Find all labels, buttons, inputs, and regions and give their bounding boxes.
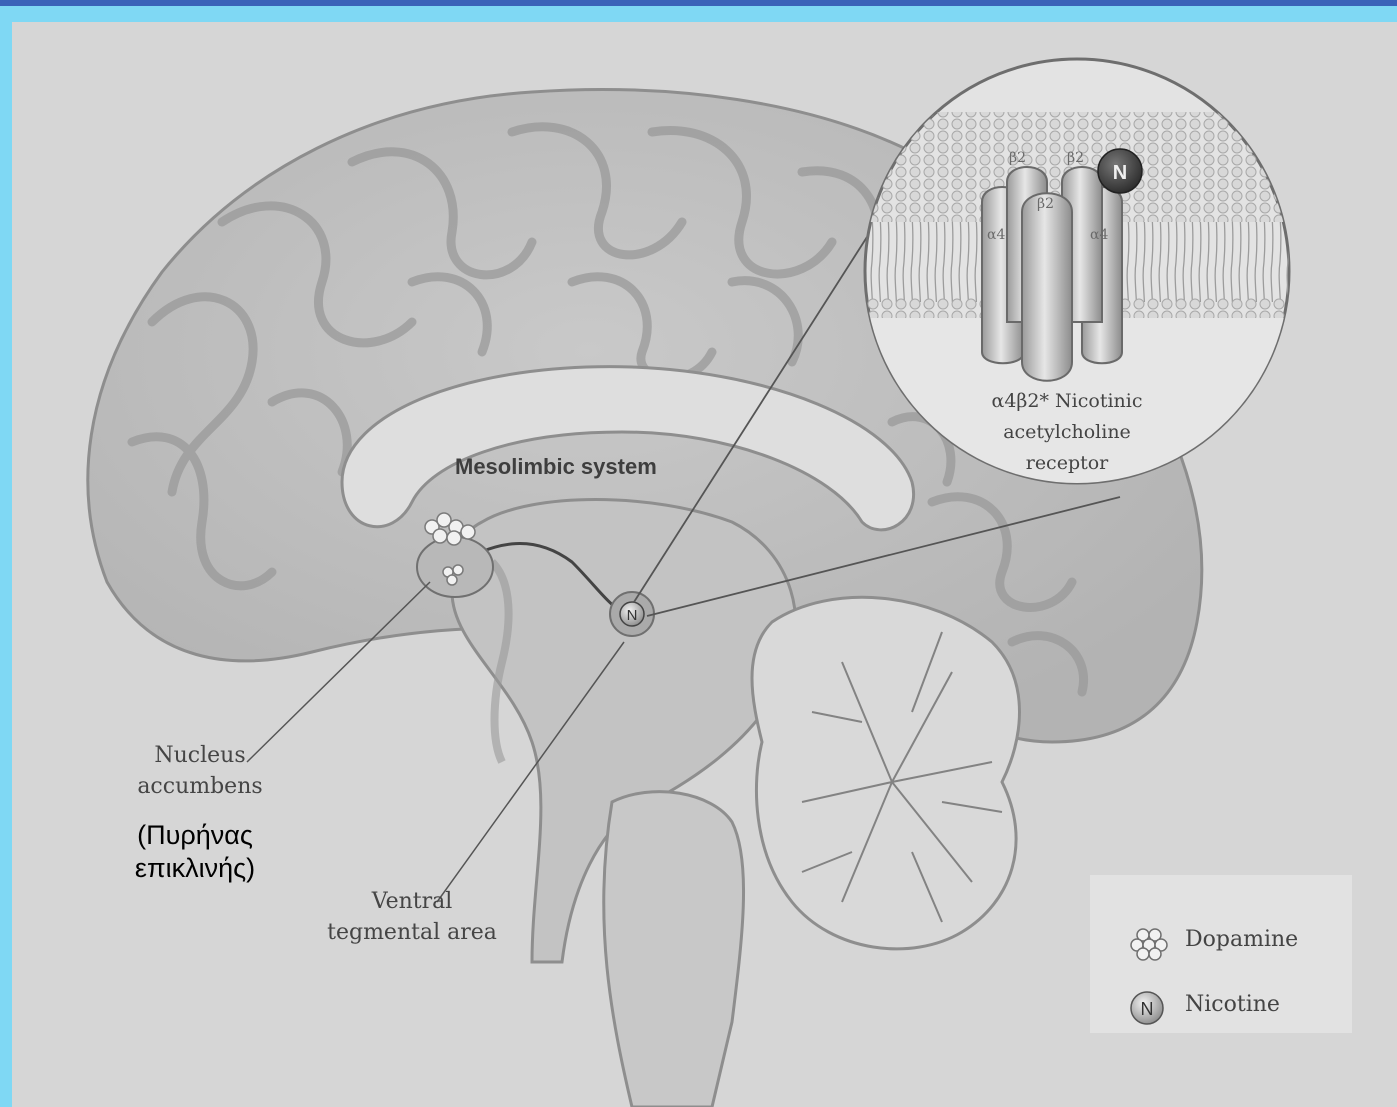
brainstem	[604, 792, 744, 1107]
receptor-caption: α4β2* Nicotinic acetylcholine receptor	[972, 386, 1162, 479]
legend-label-dopamine: Dopamine	[1185, 927, 1298, 952]
nicotine-brain-label: N	[627, 607, 638, 624]
legend: Dopamine N Nicotine	[1090, 875, 1352, 1033]
receptor-caption-line-2: acetylcholine	[972, 417, 1162, 448]
greek-line-2: επικλινής)	[110, 852, 280, 885]
nucleus-accumbens-label: Nucleus accumbens	[120, 740, 280, 802]
legend-item-dopamine: Dopamine	[1090, 923, 1352, 963]
subunit-alpha-left: α4	[987, 227, 1005, 243]
nucleus-accumbens-line-2: accumbens	[120, 771, 280, 802]
greek-line-1: (Πυρήνας	[110, 819, 280, 852]
subunit-beta-top-left: β2	[1009, 150, 1026, 166]
vta-line-1: Ventral	[312, 886, 512, 917]
top-accent-bar	[0, 0, 1397, 6]
cerebellum	[752, 597, 1020, 949]
legend-item-nicotine: N Nicotine	[1090, 988, 1352, 1028]
nicotine-circle-icon: N	[1125, 988, 1175, 1028]
nucleus-accumbens-greek-label: (Πυρήνας επικλινής)	[110, 819, 280, 885]
receptor-caption-line-1: α4β2* Nicotinic	[972, 386, 1162, 417]
vta-line-2: tegmental area	[312, 917, 512, 948]
nicotine-zoom-label: N	[1113, 162, 1127, 184]
subunit-beta-top-right: β2	[1067, 150, 1084, 166]
receptor-caption-line-3: receptor	[972, 448, 1162, 479]
legend-label-nicotine: Nicotine	[1185, 992, 1280, 1017]
ventral-tegmental-area-label: Ventral tegmental area	[312, 886, 512, 948]
mesolimbic-system-title: Mesolimbic system	[455, 454, 657, 480]
nucleus-accumbens-line-1: Nucleus	[120, 740, 280, 771]
dopamine-cluster-icon	[1125, 923, 1175, 963]
subunit-alpha-right: α4	[1090, 227, 1108, 243]
diagram-panel: N	[12, 22, 1397, 1107]
subunit-beta-center: β2	[1037, 196, 1054, 212]
svg-text:N: N	[1141, 999, 1154, 1019]
